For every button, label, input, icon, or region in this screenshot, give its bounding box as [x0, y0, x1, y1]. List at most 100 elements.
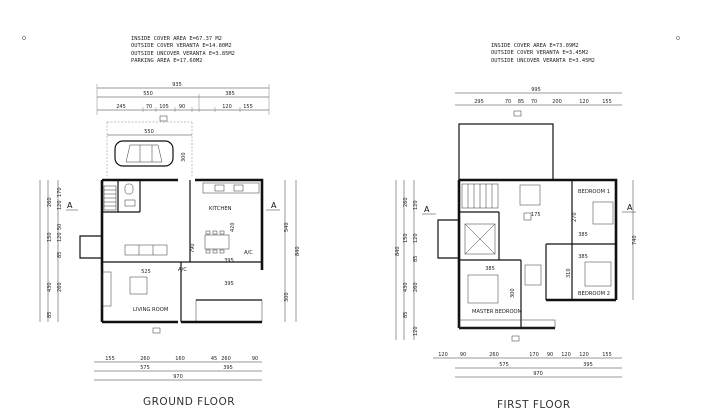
area-note: INSIDE COVER AREA E=67.37 M2	[131, 36, 222, 42]
first-area-notes: INSIDE COVER AREA E=73.09M2 OUTSIDE COVE…	[491, 43, 595, 65]
dim-label: 740	[632, 235, 638, 245]
first-floor-title: FIRST FLOOR	[497, 399, 571, 411]
dim-label: 260	[47, 197, 53, 207]
dim-label: 170	[529, 352, 539, 358]
dim-label: 45	[211, 356, 217, 362]
dim-label: 70	[505, 99, 511, 105]
dim-label: 260	[221, 356, 231, 362]
dim-label: 420	[230, 222, 236, 232]
dim-label: 970	[533, 371, 543, 377]
first-section-marks: A A	[422, 203, 636, 215]
dim-label: 160	[175, 356, 185, 362]
dim-label: 260	[403, 197, 409, 207]
kitchen: KITCHEN 420 A/C 790 395	[190, 182, 260, 264]
master-bedroom: 385 300 MASTER BEDROOM	[467, 264, 542, 315]
dim-label: 575	[499, 362, 509, 368]
bed-icon	[592, 201, 614, 225]
first-floor-plan: 995 295 70 85 70 200 120 155	[395, 87, 638, 378]
room-label-bedroom-1: BEDROOM 1	[578, 189, 610, 195]
first-walls	[437, 178, 618, 330]
dim-label: 310	[566, 268, 572, 278]
dim-label: 50	[57, 224, 63, 230]
section-mark: A	[627, 203, 633, 212]
toilet-icon	[523, 212, 532, 221]
area-note: OUTSIDE UNCOVER VERANTA E=3.85M2	[131, 50, 235, 57]
open-terrace	[458, 123, 554, 181]
dim-label: 395	[224, 258, 234, 264]
dim-label: 385	[485, 266, 495, 272]
ground-walls	[79, 178, 264, 324]
area-note: PARKING AREA E=17.60M2	[131, 58, 203, 65]
dim-label: 525	[141, 269, 151, 275]
dim-label: 120	[579, 99, 589, 105]
dim-label: 85	[518, 99, 524, 105]
dim-label: 550	[143, 91, 153, 97]
ground-dims-bottom: 155 260 160 45 260 90 575 395 970	[94, 356, 262, 381]
ground-dims-left: 170 120 260 150 120 50 85 260 430 85	[39, 180, 63, 322]
bathtub-icon	[519, 184, 541, 206]
dim-label: 260	[57, 282, 63, 292]
dim-label: 395	[224, 281, 234, 287]
dim-label: 260	[489, 352, 499, 358]
ground-floor-plan: 935 550 385 245 70 105 90 120 155 550 30…	[39, 82, 301, 381]
bedroom-1: BEDROOM 1 270 385	[572, 189, 614, 238]
dim-label: 385	[225, 91, 235, 97]
dim-label: 385	[578, 232, 588, 238]
dim-label: 295	[474, 99, 484, 105]
north-marker	[513, 110, 522, 117]
bed-icon	[584, 261, 612, 287]
dim-label: 155	[105, 356, 115, 362]
dim-label: 120	[413, 233, 419, 243]
dim-label: 550	[144, 129, 154, 135]
dim-label: 430	[403, 282, 409, 292]
dim-label: 90	[460, 352, 466, 358]
dim-label: 90	[179, 104, 185, 110]
registration-mark	[676, 36, 680, 40]
ground-stairs	[103, 183, 136, 211]
first-veranda	[458, 319, 556, 329]
dim-label: 90	[252, 356, 258, 362]
dim-label: 935	[172, 82, 182, 88]
north-marker	[511, 335, 520, 342]
dim-label: 970	[173, 374, 183, 380]
ground-floor-title: GROUND FLOOR	[143, 396, 235, 408]
dim-label: 85	[47, 312, 53, 318]
dim-label: 120	[561, 352, 571, 358]
stair-void	[464, 223, 496, 255]
dim-label: 790	[190, 243, 196, 253]
rug-icon	[129, 276, 148, 295]
dim-label: 200	[552, 99, 562, 105]
dim-label: 170	[57, 187, 63, 197]
dim-label: 85	[57, 252, 63, 258]
ac-label: A/C	[244, 250, 253, 256]
first-dims-top: 995 295 70 85 70 200 120 155	[455, 87, 622, 117]
dim-label: 175	[531, 212, 541, 218]
dim-label: 150	[47, 232, 53, 242]
room-label-living-room: LIVING ROOM	[133, 307, 168, 313]
dim-label: 840	[395, 246, 401, 256]
area-note: OUTSIDE UNCOVER VERANTA E=3.45M2	[491, 57, 595, 64]
dim-label: 85	[403, 312, 409, 318]
dim-label: 430	[47, 282, 53, 292]
dim-label: 105	[159, 104, 169, 110]
ac-label: A/C	[178, 267, 187, 273]
first-dims-left: 260 120 150 120 85 260 430 85 120 840	[395, 180, 419, 340]
bed-icon	[467, 274, 499, 304]
dim-label: 120	[57, 232, 63, 242]
first-dims-right: 740	[632, 180, 638, 300]
first-bathroom: 175	[519, 184, 541, 221]
area-note: INSIDE COVER AREA E=73.09M2	[491, 43, 579, 49]
dim-label: 995	[531, 87, 541, 93]
north-marker	[152, 327, 161, 334]
dim-label: 300	[284, 292, 290, 302]
dim-label: 155	[243, 104, 253, 110]
sink-icon	[214, 184, 225, 192]
dim-label: 245	[116, 104, 126, 110]
area-note: OUTSIDE COVER VERANTA E=3.45M2	[491, 50, 589, 57]
dim-label: 70	[146, 104, 152, 110]
dim-label: 120	[438, 352, 448, 358]
dim-label: 90	[547, 352, 553, 358]
dim-label: 575	[140, 365, 150, 371]
sink-icon	[124, 199, 136, 207]
